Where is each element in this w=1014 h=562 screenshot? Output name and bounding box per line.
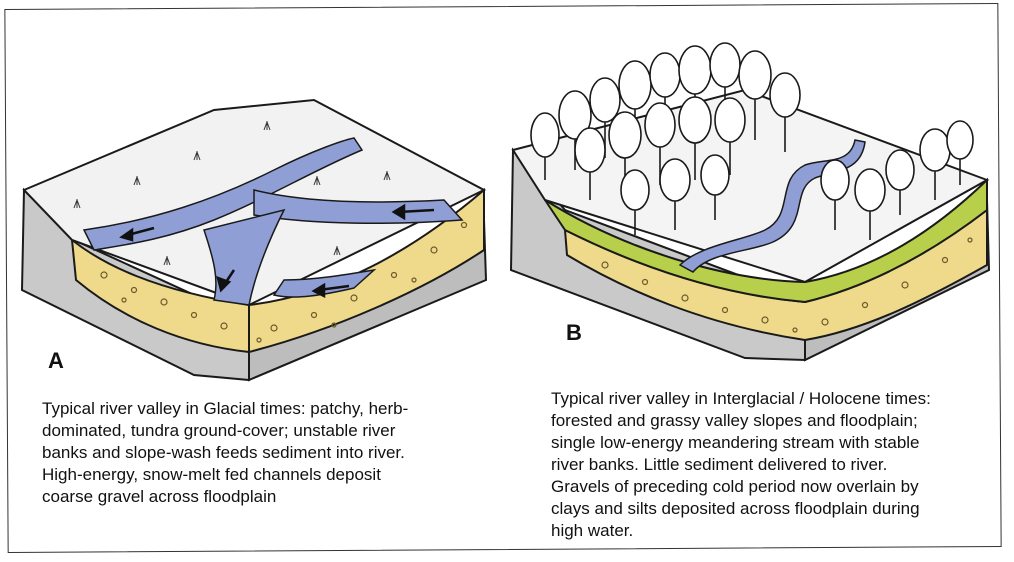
panel-b-caption: Typical river valley in Interglacial / H… bbox=[551, 388, 991, 542]
panel-a-caption: Typical river valley in Glacial times: p… bbox=[42, 398, 492, 508]
panel-a-label: A bbox=[48, 348, 64, 374]
panel-b-label: B bbox=[566, 320, 582, 346]
glacial-valley-illustration bbox=[14, 90, 500, 390]
